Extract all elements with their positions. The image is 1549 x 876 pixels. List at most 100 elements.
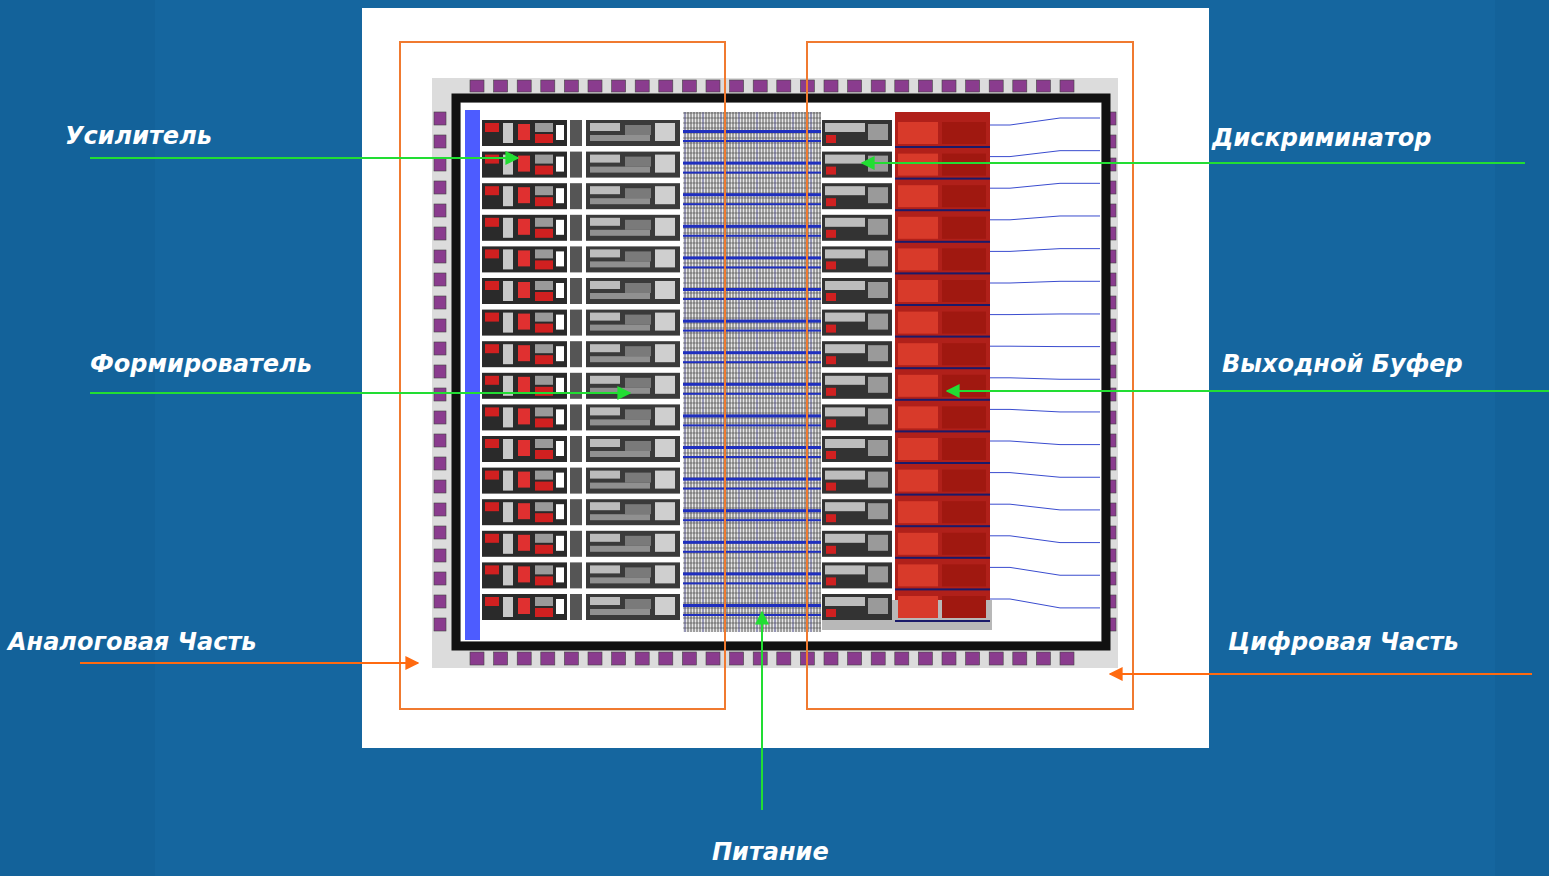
transistor xyxy=(535,407,553,416)
transistor xyxy=(826,609,836,617)
leader-line xyxy=(862,162,1525,164)
grid-line xyxy=(751,112,752,632)
wire xyxy=(895,494,990,496)
bond-pad xyxy=(942,80,956,92)
buffer-transistor xyxy=(942,122,986,144)
grid-line xyxy=(683,178,821,179)
coupling-cap xyxy=(570,278,582,304)
bond-pad xyxy=(966,80,980,92)
resistor xyxy=(625,283,651,293)
transistor xyxy=(868,408,888,424)
grid-line xyxy=(683,218,821,219)
bond-pad xyxy=(730,652,744,665)
grid-line xyxy=(683,603,821,604)
grid-line xyxy=(683,608,821,609)
bond-pad xyxy=(434,618,446,631)
transistor xyxy=(485,313,499,322)
amplifier-cell xyxy=(482,373,567,399)
transistor xyxy=(825,186,865,195)
capacitor xyxy=(655,186,675,204)
route-wire xyxy=(990,504,1100,510)
transistor xyxy=(825,471,865,480)
grid-line xyxy=(683,233,821,234)
grid-line xyxy=(814,112,815,632)
amplifier-cell xyxy=(482,310,567,336)
transistor xyxy=(826,198,836,206)
shaper-cell xyxy=(586,278,680,304)
grid-line xyxy=(712,112,713,632)
resistor xyxy=(590,249,620,257)
transistor xyxy=(535,597,553,606)
capacitor xyxy=(655,597,675,615)
bond-pad xyxy=(918,80,932,92)
transistor xyxy=(503,565,513,585)
wire xyxy=(590,261,650,267)
bond-pad xyxy=(564,80,578,92)
bond-pad xyxy=(541,80,555,92)
buffer-transistor xyxy=(942,470,986,492)
wire xyxy=(895,241,990,243)
bond-pad xyxy=(706,80,720,92)
seal-ring xyxy=(456,98,1106,646)
wire xyxy=(895,367,990,369)
grid-line xyxy=(685,112,686,632)
wire xyxy=(590,293,650,299)
transistor xyxy=(503,249,513,269)
transistor xyxy=(503,534,513,554)
transistor xyxy=(485,534,499,543)
signal-bus xyxy=(683,288,821,291)
grid-line xyxy=(781,112,782,632)
grid-line xyxy=(683,168,821,169)
resistor xyxy=(590,344,620,352)
grid-line xyxy=(683,198,821,199)
bond-pad xyxy=(494,80,508,92)
background-panel xyxy=(155,0,1495,876)
output-buffer-block xyxy=(895,112,990,600)
capacitor xyxy=(655,123,675,141)
transistor xyxy=(518,282,530,298)
bond-pad xyxy=(434,526,446,539)
grid-line xyxy=(772,112,773,632)
resistor xyxy=(625,567,651,577)
bond-pad xyxy=(753,80,767,92)
grid-line xyxy=(683,318,821,319)
transistor xyxy=(868,250,888,266)
discriminator-cell xyxy=(822,436,892,462)
buffer-transistor xyxy=(942,533,986,555)
transistor xyxy=(556,567,564,582)
signal-bus xyxy=(683,330,821,332)
transistor xyxy=(556,157,564,172)
grid-line xyxy=(683,358,821,359)
grid-line xyxy=(683,538,821,539)
callout-label: Выходной Буфер xyxy=(1222,350,1463,378)
capacitor xyxy=(655,249,675,267)
capacitor xyxy=(655,565,675,583)
grid-line xyxy=(763,112,764,632)
bond-pad xyxy=(730,80,744,92)
shaper-cell xyxy=(586,404,680,430)
grid-line xyxy=(683,438,821,439)
resistor xyxy=(625,441,651,451)
route-wire xyxy=(990,599,1100,608)
transistor xyxy=(868,282,888,298)
callout-label: Аналоговая Часть xyxy=(8,628,257,656)
amplifier-cell xyxy=(482,499,567,525)
transistor xyxy=(535,534,553,543)
signal-bus xyxy=(683,130,821,133)
grid-line xyxy=(697,112,698,632)
buffer-transistor xyxy=(898,470,938,492)
coupling-cap xyxy=(570,215,582,241)
transistor xyxy=(825,439,865,448)
shaper-cell xyxy=(586,562,680,588)
transistor xyxy=(503,502,513,522)
leader-line xyxy=(90,392,630,394)
bond-pad xyxy=(517,80,531,92)
coupling-cap xyxy=(570,594,582,620)
amplifier-cell xyxy=(482,341,567,367)
amplifier-cell xyxy=(482,562,567,588)
signal-bus xyxy=(683,235,821,237)
wire xyxy=(895,620,990,622)
transistor xyxy=(535,166,553,175)
grid-line xyxy=(745,112,746,632)
shaper-cell xyxy=(586,436,680,462)
